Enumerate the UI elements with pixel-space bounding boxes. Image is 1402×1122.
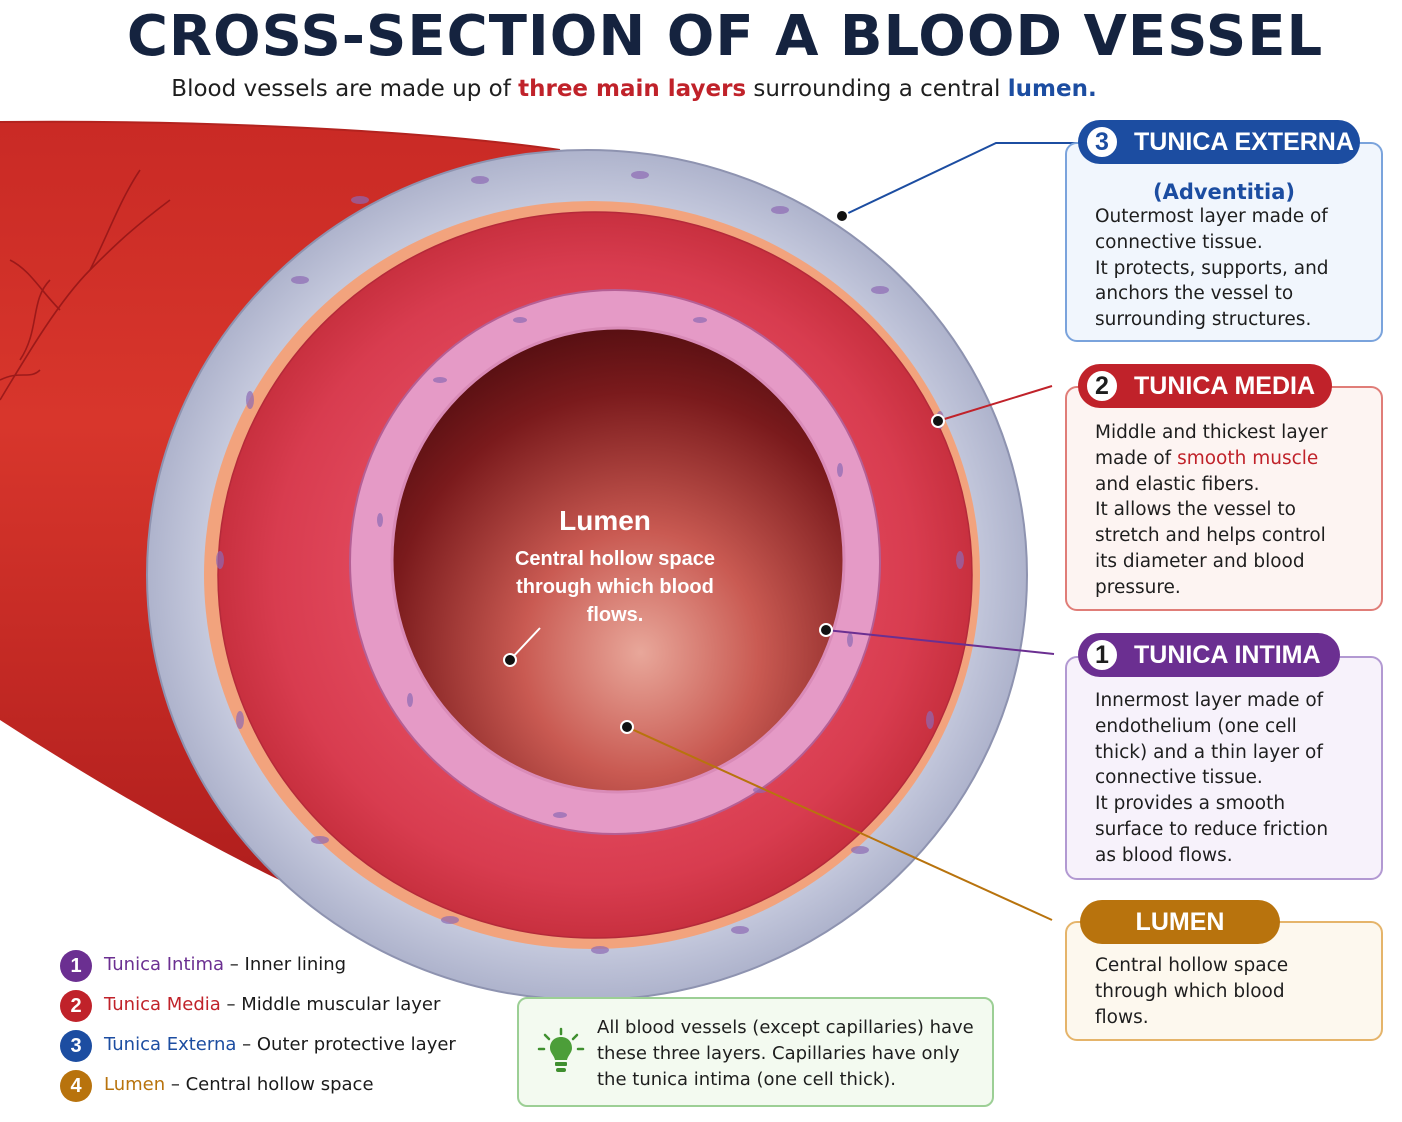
card-tunica-intima: Innermost layer made of endothelium (one… [1065, 656, 1383, 880]
media-number: 2 [1084, 368, 1120, 404]
card-tunica-media: Middle and thickest layer made of smooth… [1065, 386, 1383, 611]
cross-section [146, 149, 1028, 1001]
page-title: CROSS-SECTION OF A BLOOD VESSEL [126, 4, 1324, 69]
marker-lumen-center [503, 653, 517, 667]
media-title: TUNICA MEDIA [1134, 372, 1316, 400]
lightbulb-icon [537, 1027, 585, 1072]
subtitle-highlight-lumen: lumen. [1007, 76, 1097, 102]
legend-number-4: 4 [60, 1070, 92, 1102]
marker-media [931, 414, 945, 428]
externa-subtitle: (Adventitia) [1152, 180, 1295, 204]
subtitle-part2: surrounding a central [746, 76, 1008, 102]
surface-veins [0, 169, 171, 401]
legend-desc-intima: – Inner lining [224, 954, 347, 975]
leader-line-externa [841, 142, 1078, 217]
subtitle-highlight-layers: three main layers [518, 76, 747, 102]
legend-name-externa: Tunica Externa [104, 1034, 237, 1055]
legend-desc-externa: – Outer protective layer [236, 1034, 456, 1055]
externa-title: TUNICA EXTERNA [1134, 128, 1354, 156]
media-body: Middle and thickest layer made of smooth… [1095, 420, 1328, 601]
legend-name-lumen: Lumen [104, 1074, 166, 1095]
tip-text: All blood vessels (except capillaries) h… [597, 1017, 974, 1090]
leader-line-lumen-center [509, 627, 541, 661]
media-body-after: and elastic fibers. It allows the vessel… [1095, 473, 1326, 598]
marker-externa [835, 209, 849, 223]
legend-number-1: 1 [60, 950, 92, 982]
media-body-highlight: smooth muscle [1177, 447, 1319, 469]
intima-number: 1 [1084, 637, 1120, 673]
externa-title-pill: 3 TUNICA EXTERNA [1078, 120, 1360, 164]
page-subtitle: Blood vessels are made up of three main … [0, 76, 1268, 102]
legend-desc-media: – Middle muscular layer [220, 994, 441, 1015]
lumen-card-body: Central hollow space through which blood… [1095, 955, 1289, 1028]
externa-number: 3 [1084, 124, 1120, 160]
legend-name-media: Tunica Media [104, 994, 221, 1015]
intima-title: TUNICA INTIMA [1134, 641, 1321, 669]
legend-number-2: 2 [60, 990, 92, 1022]
legend-name-intima: Tunica Intima [104, 954, 225, 975]
lumen-title-pill: LUMEN [1080, 900, 1280, 944]
marker-intima [819, 623, 833, 637]
intima-title-pill: 1 TUNICA INTIMA [1078, 633, 1340, 677]
leader-line-intima [825, 629, 1055, 655]
lumen-card-title: LUMEN [1135, 908, 1225, 936]
card-tunica-externa: (Adventitia) Outermost layer made of con… [1065, 142, 1383, 342]
lumen-center-label: Lumen [559, 505, 651, 536]
lumen-center-description: Central hollow space through which blood… [514, 548, 716, 626]
subtitle-part1: Blood vessels are made up of [171, 76, 519, 102]
info-tip-box: All blood vessels (except capillaries) h… [517, 997, 994, 1107]
legend-desc-lumen: – Central hollow space [165, 1074, 374, 1095]
leader-line-lumen [626, 726, 1053, 921]
intima-body: Innermost layer made of endothelium (one… [1095, 690, 1329, 866]
marker-lumen [620, 720, 634, 734]
media-body-before: Middle and thickest layer made of [1095, 422, 1328, 469]
leader-line-media [937, 385, 1053, 422]
externa-body: Outermost layer made of connective tissu… [1095, 206, 1329, 331]
media-title-pill: 2 TUNICA MEDIA [1078, 364, 1332, 408]
lumen-space [390, 326, 846, 794]
legend-number-3: 3 [60, 1030, 92, 1062]
